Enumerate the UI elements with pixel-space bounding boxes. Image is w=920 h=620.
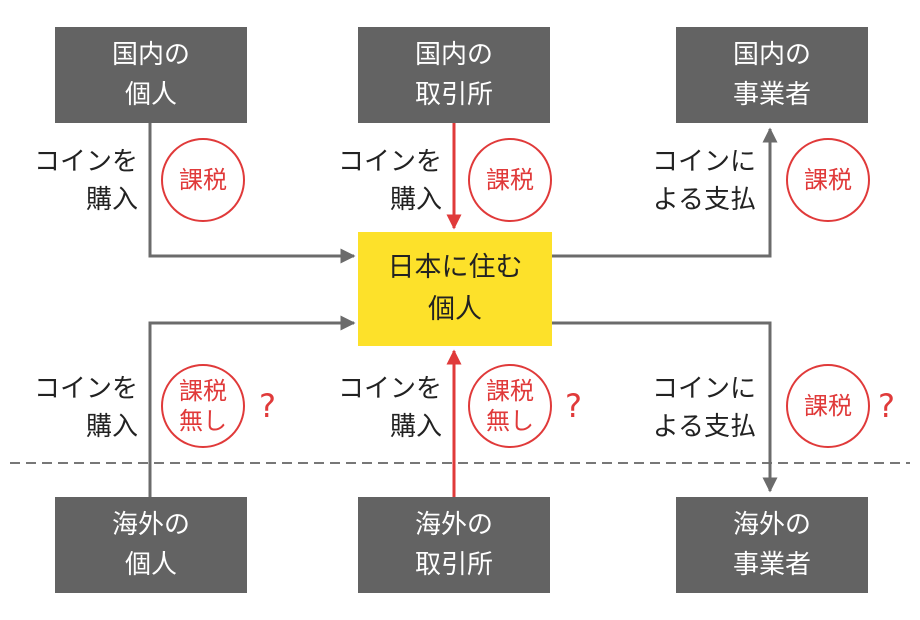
box-domestic-exchange: 国内の 取引所 [358,27,550,123]
badge-taxed-domestic-exchange: 課税 [468,138,552,222]
box-domestic-exchange-line1: 国内の [414,40,493,70]
box-foreign-business-line1: 海外の [732,510,811,540]
badge-taxed-domestic-business: 課税 [786,138,870,222]
label-line2: 購入 [389,412,442,442]
question-mark-foreign-individual: ? [259,387,276,425]
box-foreign-exchange-line1: 海外の [414,510,493,540]
label-buy-coin-foreign-individual: コインを 購入 [24,370,138,446]
box-domestic-individual: 国内の 個人 [55,27,247,123]
box-foreign-business-line2: 事業者 [732,550,811,580]
label-line1: コインを [337,374,442,404]
badge-line1: 課税 [486,377,534,405]
question-mark-foreign-exchange: ? [565,387,582,425]
box-domestic-exchange-line2: 取引所 [414,80,493,110]
box-domestic-business-line1: 国内の [732,40,811,70]
badge-line2: 無し [486,407,534,435]
label-pay-by-coin-domestic: コインに よる支払 [624,143,756,219]
label-line1: コインを [33,147,138,177]
badge-text: 課税 [804,166,852,194]
arrow-domestic-individual-to-center [148,123,356,264]
badge-taxed-foreign-business: 課税 [786,364,870,448]
label-line1: コインを [337,147,442,177]
badge-untaxed-foreign-exchange: 課税 無し [468,364,552,448]
box-foreign-individual: 海外の 個人 [55,497,247,593]
label-line1: コインに [651,147,756,177]
label-line1: コインを [33,374,138,404]
center-line2: 個人 [428,294,482,325]
question-mark-foreign-business: ? [878,387,895,425]
label-line2: よる支払 [652,412,756,442]
label-line2: 購入 [85,185,138,215]
label-pay-by-coin-foreign: コインに よる支払 [624,370,756,446]
arrow-center-to-foreign-business [552,321,778,493]
arrow-center-to-domestic-business [552,127,778,258]
badge-text: 課税 [179,166,227,194]
label-buy-coin-domestic-exchange: コインを 購入 [328,143,442,219]
badge-text: 課税 [486,166,534,194]
box-foreign-business: 海外の 事業者 [676,497,868,593]
box-japan-resident-individual: 日本に住む 個人 [358,232,552,346]
box-foreign-exchange-line2: 取引所 [414,550,493,580]
center-line1: 日本に住む [387,252,523,283]
label-line2: 購入 [85,412,138,442]
arrow-foreign-individual-to-center [148,315,356,497]
badge-text: 課税 [804,392,852,420]
label-line2: よる支払 [652,185,756,215]
box-foreign-individual-line1: 海外の [111,510,190,540]
box-domestic-business-line2: 事業者 [732,80,811,110]
box-domestic-individual-line2: 個人 [124,80,177,110]
label-line1: コインに [651,374,756,404]
label-buy-coin-domestic-individual: コインを 購入 [24,143,138,219]
box-foreign-exchange: 海外の 取引所 [358,497,550,593]
badge-taxed-domestic-individual: 課税 [161,138,245,222]
box-domestic-business: 国内の 事業者 [676,27,868,123]
box-foreign-individual-line2: 個人 [124,550,177,580]
badge-line1: 課税 [179,377,227,405]
box-domestic-individual-line1: 国内の [111,40,190,70]
badge-line2: 無し [179,407,227,435]
label-line2: 購入 [389,185,442,215]
badge-untaxed-foreign-individual: 課税 無し [161,364,245,448]
label-buy-coin-foreign-exchange: コインを 購入 [328,370,442,446]
